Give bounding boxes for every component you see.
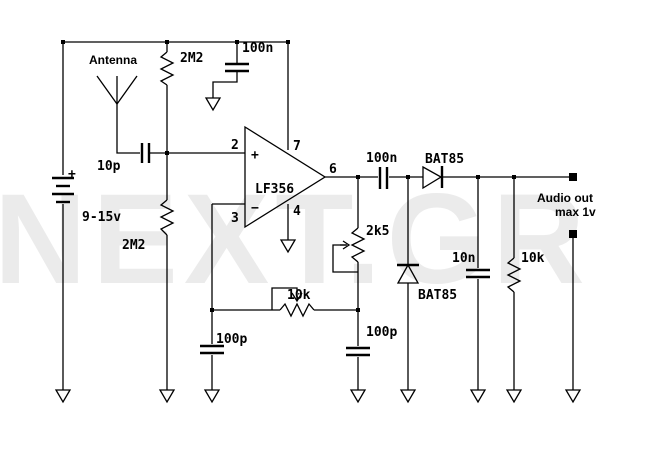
feedback-capacitor-right-label: 100p xyxy=(366,325,397,340)
pin-2-label: 2 xyxy=(231,138,239,153)
pin-3-label: 3 xyxy=(231,211,239,226)
output-capacitor-label: 100n xyxy=(366,151,397,166)
output-capacitor-100n: 100n xyxy=(366,151,423,189)
bias-resistor-top-label: 2M2 xyxy=(180,51,203,66)
shunt-diode-bat85: BAT85 xyxy=(396,177,457,404)
audio-output-terminals: Audio out max 1v xyxy=(537,173,596,404)
audio-out-terminal-signal xyxy=(569,173,577,181)
potentiometer-2k5: 2k5 xyxy=(332,177,389,310)
pin-7-label: 7 xyxy=(293,139,301,154)
opamp-lf356: LF356 + − 2 3 4 6 7 xyxy=(212,42,337,254)
filter-capacitor-10n: 10n xyxy=(452,177,490,404)
feedback-capacitor-left-label: 100p xyxy=(216,332,247,347)
antenna-label: Antenna xyxy=(89,53,137,67)
input-capacitor-10p: 10p xyxy=(97,143,226,174)
bias-resistor-bottom-label: 2M2 xyxy=(122,238,145,253)
feedback-network: 10k xyxy=(210,204,360,318)
opamp-minus-sign: − xyxy=(251,201,259,216)
antenna: Antenna xyxy=(89,53,140,154)
series-diode-label: BAT85 xyxy=(425,152,464,167)
bias-resistor-bottom: 2M2 xyxy=(122,153,176,404)
pin-4-label: 4 xyxy=(293,204,301,219)
battery-voltage-label: 9-15v xyxy=(82,210,121,225)
audio-out-label: Audio out xyxy=(537,191,593,205)
potentiometer-10k-label: 10k xyxy=(287,288,311,303)
battery: + 9-15v xyxy=(52,42,121,404)
battery-plus-label: + xyxy=(68,167,76,182)
opamp-label: LF356 xyxy=(255,182,294,197)
feedback-capacitor-left-100p: 100p xyxy=(200,310,247,404)
load-resistor-label: 10k xyxy=(521,251,545,266)
audio-out-terminal-ground xyxy=(569,230,577,238)
shunt-diode-label: BAT85 xyxy=(418,288,457,303)
input-capacitor-label: 10p xyxy=(97,159,121,174)
pin-6-label: 6 xyxy=(329,162,337,177)
filter-capacitor-label: 10n xyxy=(452,251,475,266)
decoupling-capacitor-100n: 100n xyxy=(204,41,273,112)
feedback-capacitor-right-100p: 100p xyxy=(346,310,397,404)
bias-resistor-top: 2M2 xyxy=(159,42,203,155)
potentiometer-2k5-label: 2k5 xyxy=(366,224,389,239)
load-resistor-10k: 10k xyxy=(505,177,545,404)
decoupling-capacitor-label: 100n xyxy=(242,41,273,56)
opamp-plus-sign: + xyxy=(251,148,259,163)
audio-out-max-label: max 1v xyxy=(555,205,596,219)
